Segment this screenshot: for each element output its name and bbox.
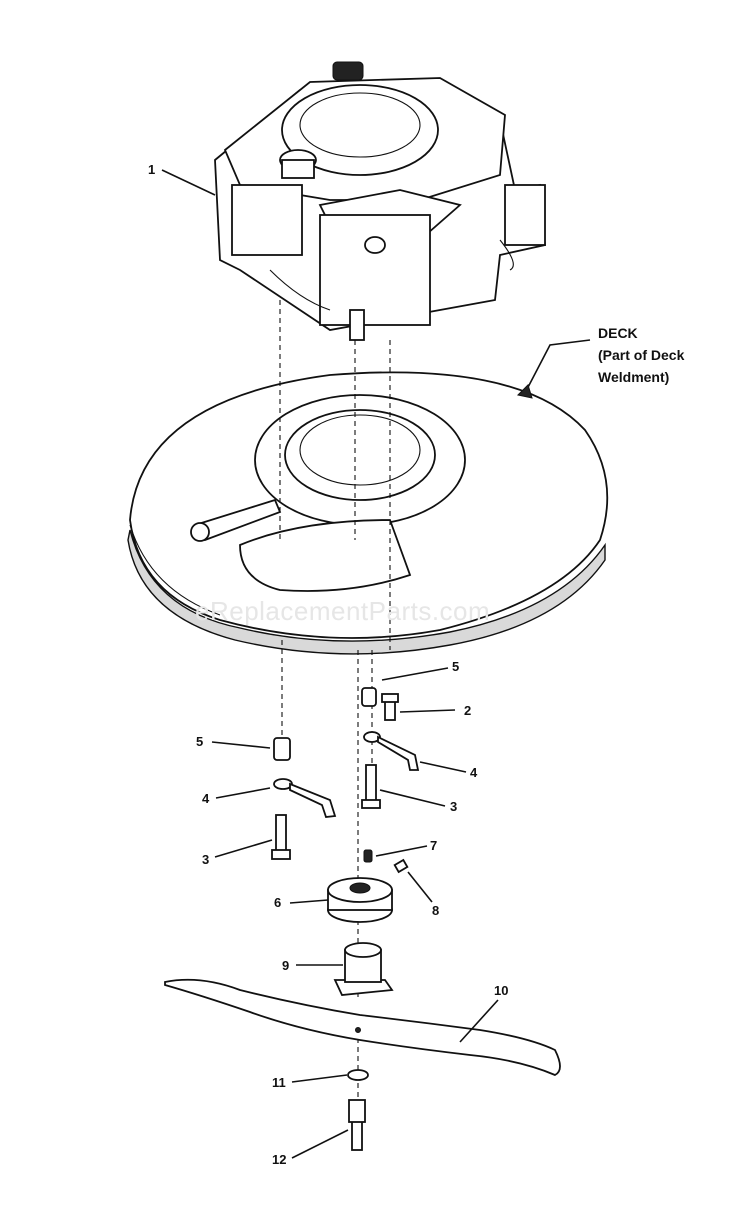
deck-callout-line2: (Part of Deck [598, 347, 685, 363]
callout-9: 9 [282, 958, 289, 973]
blade-10[interactable] [164, 978, 561, 1076]
callout-11: 11 [272, 1075, 286, 1090]
blade-adapter-9[interactable] [333, 942, 394, 996]
bolt-3-left[interactable] [271, 814, 291, 860]
leader-4-left [215, 787, 271, 799]
leader-7 [375, 845, 428, 857]
bracket-right[interactable] [363, 731, 420, 771]
bracket-left[interactable] [273, 778, 337, 818]
deck-callout-line1: DECK [598, 325, 638, 341]
spacer-left[interactable] [273, 737, 291, 761]
leader-10 [459, 999, 499, 1043]
leader-5-left [211, 741, 271, 749]
callout-4-right: 4 [470, 765, 478, 780]
callout-5-right: 5 [452, 659, 459, 674]
callout-7: 7 [430, 838, 437, 853]
leader-3-right [379, 789, 446, 807]
spacer-right[interactable] [361, 687, 377, 707]
leader-3-left [214, 839, 273, 858]
callout-1: 1 [148, 162, 155, 177]
callout-6: 6 [274, 895, 281, 910]
leader-8 [407, 871, 433, 903]
bolt-3-right[interactable] [361, 764, 381, 809]
leader-6 [289, 899, 329, 904]
leader-4-right [419, 761, 467, 773]
pulley-6[interactable] [327, 877, 393, 923]
callout-5-left: 5 [196, 734, 203, 749]
leader-2 [399, 709, 456, 713]
leader-11 [291, 1074, 348, 1083]
leader-5-right [381, 667, 449, 681]
callout-4-left: 4 [202, 791, 210, 806]
callout-12: 12 [272, 1152, 286, 1167]
bolt-2[interactable] [381, 693, 399, 721]
callout-3-right: 3 [450, 799, 457, 814]
washer-11[interactable] [347, 1069, 369, 1081]
callout-2: 2 [464, 703, 471, 718]
engine[interactable] [214, 61, 546, 341]
leader-12 [291, 1129, 349, 1159]
bolt-12[interactable] [348, 1099, 366, 1151]
leader-deck-arrow [516, 384, 533, 399]
deck[interactable] [127, 371, 609, 655]
leader-1 [161, 169, 216, 196]
set-screw-8[interactable] [393, 858, 409, 874]
callout-8: 8 [432, 903, 439, 918]
callout-10: 10 [494, 983, 508, 998]
watermark: eReplacementParts.com [195, 596, 490, 626]
callout-3-left: 3 [202, 852, 209, 867]
leader-deck [524, 339, 591, 394]
key-7[interactable] [363, 849, 373, 863]
deck-callout-line3: Weldment) [598, 369, 669, 385]
